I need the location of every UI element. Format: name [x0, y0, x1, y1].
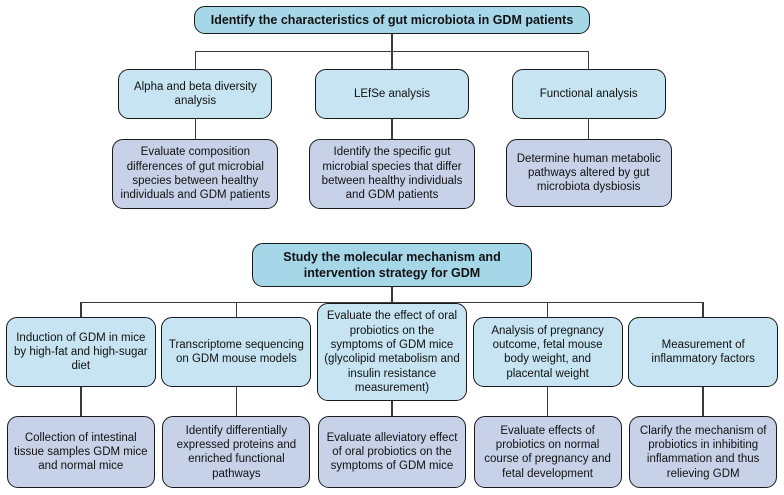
flow-column-alpha-beta: Alpha and beta diversity analysis Evalua… [97, 51, 294, 209]
outcome-box: Collection of intestinal tissue samples … [6, 416, 155, 489]
method-box-wrapper: Evaluate the effect of oral probiotics o… [316, 302, 467, 402]
flow-column-functional: Functional analysis Determine human meta… [490, 51, 687, 209]
outcome-box: Evaluate alleviatory effect of oral prob… [317, 416, 466, 489]
section-header-row: Identify the characteristics of gut micr… [0, 6, 784, 35]
method-box-wrapper: Measurement of inflammatory factors [628, 302, 779, 402]
outcome-box: Identify the specific gut microbial spec… [309, 139, 475, 209]
method-box-wrapper: Transcriptome sequencing on GDM mouse mo… [161, 302, 312, 402]
flow-column-gdm-induction: Induction of GDM in mice by high-fat and… [3, 302, 159, 489]
method-box-wrapper: Analysis of pregnancy outcome, fetal mou… [472, 302, 623, 402]
flow-column-lefse: LEfSe analysis Identify the specific gut… [293, 51, 491, 209]
method-box: Measurement of inflammatory factors [628, 317, 779, 388]
method-box: Transcriptome sequencing on GDM mouse mo… [161, 317, 312, 388]
connector-vertical-line [391, 34, 393, 52]
outcome-box: Identify differentially expressed protei… [162, 416, 311, 489]
outcome-box: Clarify the mechanism of probiotics in i… [629, 416, 778, 489]
flow-column-transcriptome: Transcriptome sequencing on GDM mouse mo… [158, 302, 315, 489]
flow-column-pregnancy-outcome: Analysis of pregnancy outcome, fetal mou… [469, 302, 626, 489]
method-box: Analysis of pregnancy outcome, fetal mou… [472, 317, 623, 388]
section-mechanism-intervention: Study the molecular mechanism and interv… [0, 242, 784, 489]
flow-column-oral-probiotics: Evaluate the effect of oral probiotics o… [314, 302, 470, 489]
outcome-box: Evaluate composition differences of gut … [112, 139, 279, 209]
method-box: Alpha and beta diversity analysis [118, 69, 273, 120]
section-header-row: Study the molecular mechanism and interv… [0, 242, 784, 288]
branch-row: Alpha and beta diversity analysis Evalua… [97, 51, 687, 209]
method-box: Evaluate the effect of oral probiotics o… [316, 303, 467, 402]
section-gut-microbiota: Identify the characteristics of gut micr… [0, 0, 784, 209]
connector-vertical-line [391, 287, 393, 303]
section-header: Study the molecular mechanism and interv… [252, 242, 532, 288]
outcome-box: Determine human metabolic pathways alter… [505, 139, 672, 208]
method-box: Functional analysis [511, 69, 666, 120]
section-header: Identify the characteristics of gut micr… [193, 6, 591, 35]
flow-column-inflammatory-factors: Measurement of inflammatory factors Clar… [625, 302, 781, 489]
method-box: LEfSe analysis [315, 69, 469, 120]
outcome-box: Evaluate effects of probiotics on normal… [473, 416, 622, 489]
method-box: Induction of GDM in mice by high-fat and… [5, 317, 156, 388]
branch-row: Induction of GDM in mice by high-fat and… [3, 302, 781, 489]
method-box-wrapper: Induction of GDM in mice by high-fat and… [5, 302, 156, 402]
